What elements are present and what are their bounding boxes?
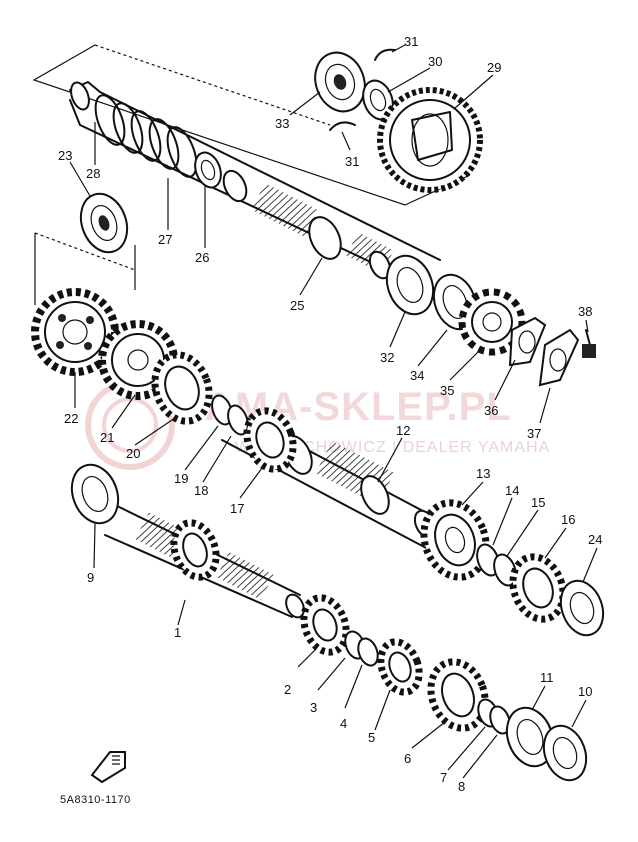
circlip-31-lower	[329, 121, 356, 131]
part-label-18: 18	[194, 483, 208, 498]
circlip-18	[227, 404, 249, 436]
watermark-subtitle: WOJCIECHOWICZ | DEALER YAMAHA	[235, 439, 550, 456]
bearing-33	[314, 51, 366, 113]
part-label-15: 15	[531, 495, 545, 510]
part-label-9: 9	[87, 570, 94, 585]
reference-code: 5A8310-1170	[60, 794, 131, 806]
gear-2	[300, 594, 350, 656]
part-label-5: 5	[368, 730, 375, 745]
washer-8	[489, 705, 511, 735]
oil-seal-10	[542, 724, 588, 782]
part-label-26: 26	[195, 250, 209, 265]
gear-1-pinion	[170, 519, 220, 581]
part-label-38: 38	[578, 304, 592, 319]
kick-axle-shaft	[69, 81, 441, 291]
group-bracket-left	[34, 232, 136, 305]
bearing-23	[79, 192, 129, 254]
bearing-9	[70, 463, 120, 525]
part-label-36: 36	[484, 403, 498, 418]
part-label-21: 21	[100, 430, 114, 445]
part-label-23: 23	[58, 148, 72, 163]
front-arrow-icon	[90, 751, 126, 784]
part-label-27: 27	[158, 232, 172, 247]
spring-guide	[194, 151, 222, 189]
part-label-8: 8	[458, 779, 465, 794]
part-label-34: 34	[410, 368, 424, 383]
bolt-38	[582, 329, 596, 358]
lock-washer-36	[508, 316, 547, 367]
part-label-3: 3	[310, 700, 317, 715]
part-label-24: 24	[588, 532, 602, 547]
part-label-31-lower: 31	[345, 154, 359, 169]
part-label-11: 11	[540, 670, 554, 685]
part-label-13: 13	[476, 466, 490, 481]
part-label-22: 22	[64, 411, 78, 426]
retainer-plate-37	[538, 328, 580, 387]
part-label-33: 33	[275, 116, 289, 131]
part-label-2: 2	[284, 682, 291, 697]
part-label-1: 1	[174, 625, 181, 640]
part-label-16: 16	[561, 512, 575, 527]
part-label-32: 32	[380, 350, 394, 365]
gear-13	[420, 499, 490, 581]
part-label-19: 19	[174, 471, 188, 486]
drive-sprocket-35	[458, 288, 526, 356]
kick-gear-29	[377, 87, 483, 193]
circlip-4	[357, 637, 379, 667]
part-label-30: 30	[428, 54, 442, 69]
gear-20	[151, 351, 213, 425]
bearing-32	[385, 254, 435, 316]
part-labels: 1 2 3 4 5 6 7 8 9 10 11 12 13 14 15 16 1…	[58, 34, 602, 794]
gear-16	[509, 553, 567, 623]
part-label-12: 12	[396, 423, 410, 438]
bearing-24	[559, 579, 605, 637]
part-label-31-upper: 31	[404, 34, 418, 49]
part-label-35: 35	[440, 383, 454, 398]
part-label-6: 6	[404, 751, 411, 766]
part-label-10: 10	[578, 684, 592, 699]
part-label-14: 14	[505, 483, 519, 498]
part-label-7: 7	[440, 770, 447, 785]
kick-spring	[94, 94, 198, 178]
part-label-37: 37	[527, 426, 541, 441]
gear-6	[427, 658, 489, 732]
gear-17	[243, 407, 297, 473]
part-label-25: 25	[290, 298, 304, 313]
callout-lines	[69, 44, 598, 779]
part-label-17: 17	[230, 501, 244, 516]
part-label-29: 29	[487, 60, 501, 75]
part-label-20: 20	[126, 446, 140, 461]
part-label-28: 28	[86, 166, 100, 181]
part-label-4: 4	[340, 716, 347, 731]
circlip-31-upper	[374, 48, 396, 61]
gear-5	[377, 638, 423, 696]
